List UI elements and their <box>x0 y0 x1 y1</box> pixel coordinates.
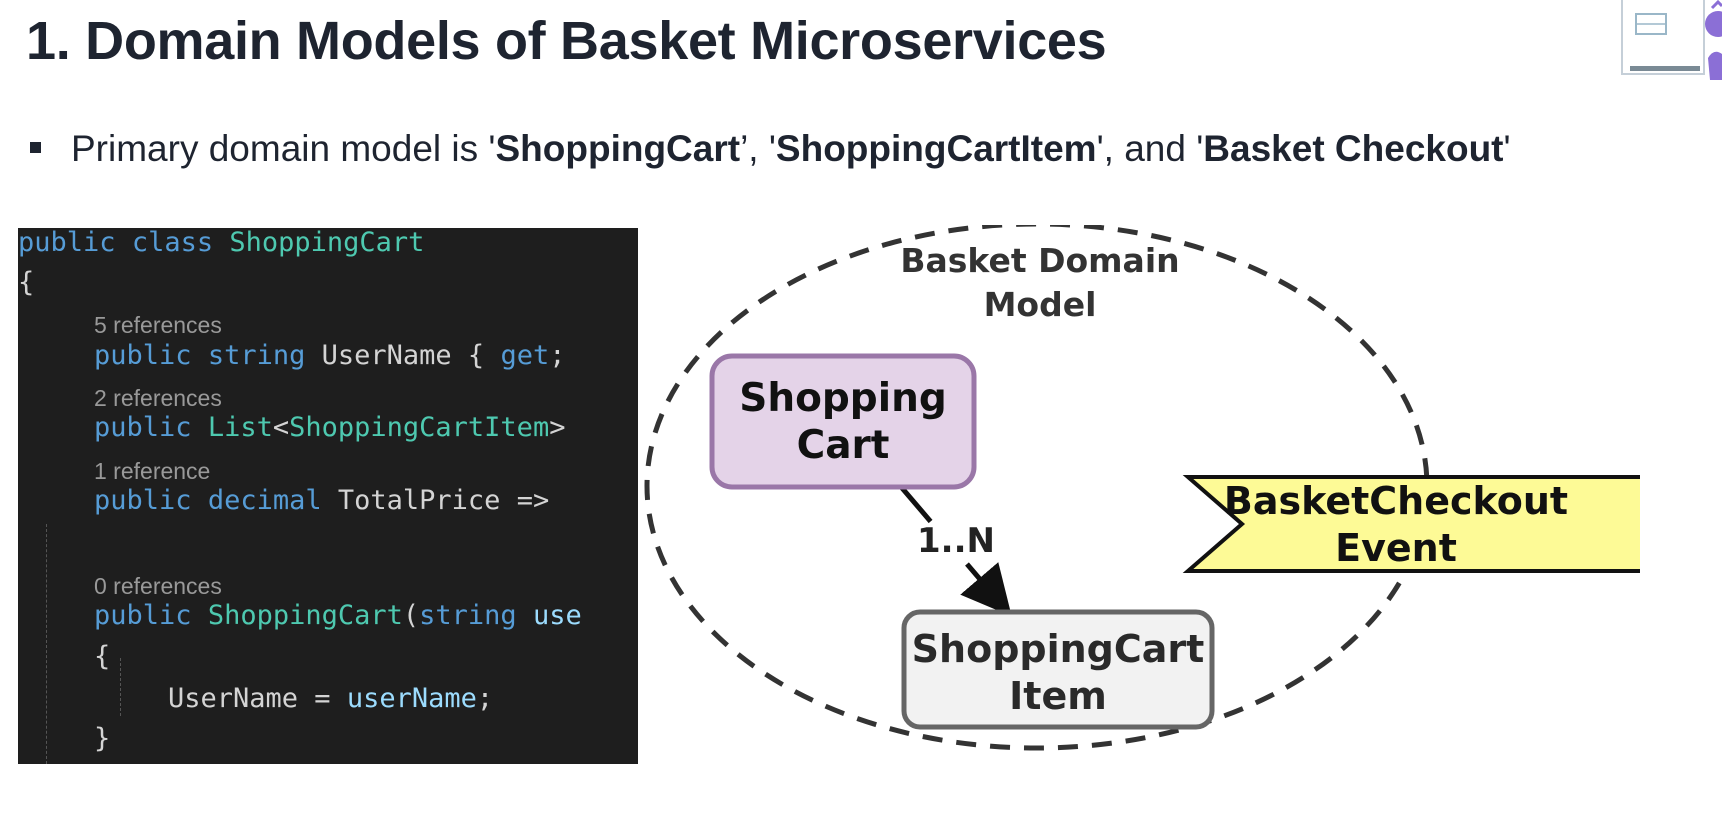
type-shopping-cart: ShoppingCart <box>229 228 425 258</box>
type-shopping-cart-ctor: ShoppingCart <box>207 600 403 631</box>
code-editor-panel: public class ShoppingCart { 5 references… <box>18 228 638 764</box>
basket-checkout-event-shape[interactable] <box>1182 475 1640 573</box>
type-list: List <box>207 412 273 443</box>
boundary-label-line2: Model <box>984 285 1097 324</box>
param-username: userName <box>346 683 477 714</box>
keyword-string: string <box>207 340 306 371</box>
multiplicity-label: 1..N <box>917 521 995 561</box>
code-line-open-brace: { <box>18 267 35 298</box>
keyword-class: class <box>131 228 214 258</box>
code-line-username: public string UserName { get; <box>94 339 566 373</box>
codelens-total-price[interactable]: 1 reference <box>94 458 211 484</box>
event-label-line1: BasketCheckout <box>1224 479 1568 523</box>
code-gt: > <box>549 412 566 443</box>
boundary-label-line1: Basket Domain <box>900 241 1179 280</box>
shopping-cart-item-label-line1: ShoppingCart <box>912 627 1205 671</box>
keyword-get: get <box>500 340 550 371</box>
code-semicolon: ; <box>476 683 494 714</box>
shopping-cart-item-entity[interactable] <box>901 609 1215 730</box>
codelens-constructor[interactable]: 0 references <box>94 573 222 599</box>
code-lt: < <box>272 412 290 443</box>
event-label-line2: Event <box>1335 526 1457 570</box>
keyword-public: public <box>94 340 192 371</box>
property-username-assign: UserName <box>168 683 299 714</box>
code-line-class-declaration: public class ShoppingCart <box>18 228 424 260</box>
indent-guide-ctor <box>120 658 121 716</box>
bullet-separator-1: ’, ' <box>740 128 776 169</box>
codelens-items[interactable]: 2 references <box>94 385 222 411</box>
codelens-username[interactable]: 5 references <box>94 312 222 338</box>
param-username-partial: use <box>532 600 582 631</box>
shopping-cart-label-line2: Cart <box>797 423 890 468</box>
code-line-assignment: UserName = userName; <box>168 682 493 716</box>
type-shopping-cart-item: ShoppingCartItem <box>289 412 550 443</box>
term-shopping-cart-item: ShoppingCartItem <box>775 128 1097 169</box>
code-line-items: public List<ShoppingCartItem> <box>94 411 565 445</box>
bullet-suffix: ' <box>1503 128 1511 169</box>
basket-domain-diagram: Basket Domain Model 1..N Shopping Cart S… <box>644 225 1640 751</box>
code-arrow: => <box>500 485 566 516</box>
code-semicolon: ; <box>549 340 566 371</box>
presenter-thumbnail <box>1620 0 1722 80</box>
keyword-public: public <box>94 600 192 631</box>
code-assign-op: = <box>298 683 347 714</box>
code-line-constructor: public ShoppingCart(string use <box>94 599 582 633</box>
code-brace-text: { <box>451 340 501 371</box>
shopping-cart-entity[interactable] <box>709 353 977 490</box>
shopping-cart-item-label-line2: Item <box>1009 674 1107 718</box>
code-line-ctor-open: { <box>94 641 111 672</box>
bullet-separator-2: ', and ' <box>1096 128 1204 169</box>
indent-guide-class <box>46 524 47 764</box>
whiteboard-mascot-icon <box>1621 0 1722 80</box>
term-basket-checkout: Basket Checkout <box>1203 128 1504 169</box>
term-shopping-cart: ShoppingCart <box>495 128 741 169</box>
keyword-decimal: decimal <box>207 485 322 516</box>
code-line-ctor-close: } <box>94 723 111 754</box>
bullet-prefix: Primary domain model is ' <box>71 128 496 169</box>
slide-title: 1. Domain Models of Basket Microservices <box>26 11 1107 71</box>
keyword-string: string <box>419 600 517 631</box>
keyword-public: public <box>94 412 192 443</box>
keyword-public: public <box>94 485 192 516</box>
bullet-square-icon <box>30 141 41 153</box>
property-username: UserName <box>321 340 452 371</box>
property-total-price: TotalPrice <box>337 485 501 516</box>
cart-to-item-arrow <box>900 486 1012 617</box>
code-line-total-price: public decimal TotalPrice => <box>94 484 565 518</box>
code-paren: ( <box>402 600 420 631</box>
bullet-domain-models: Primary domain model is 'ShoppingCart’, … <box>30 128 1511 170</box>
keyword-public: public <box>18 228 116 258</box>
shopping-cart-label-line1: Shopping <box>739 376 947 421</box>
